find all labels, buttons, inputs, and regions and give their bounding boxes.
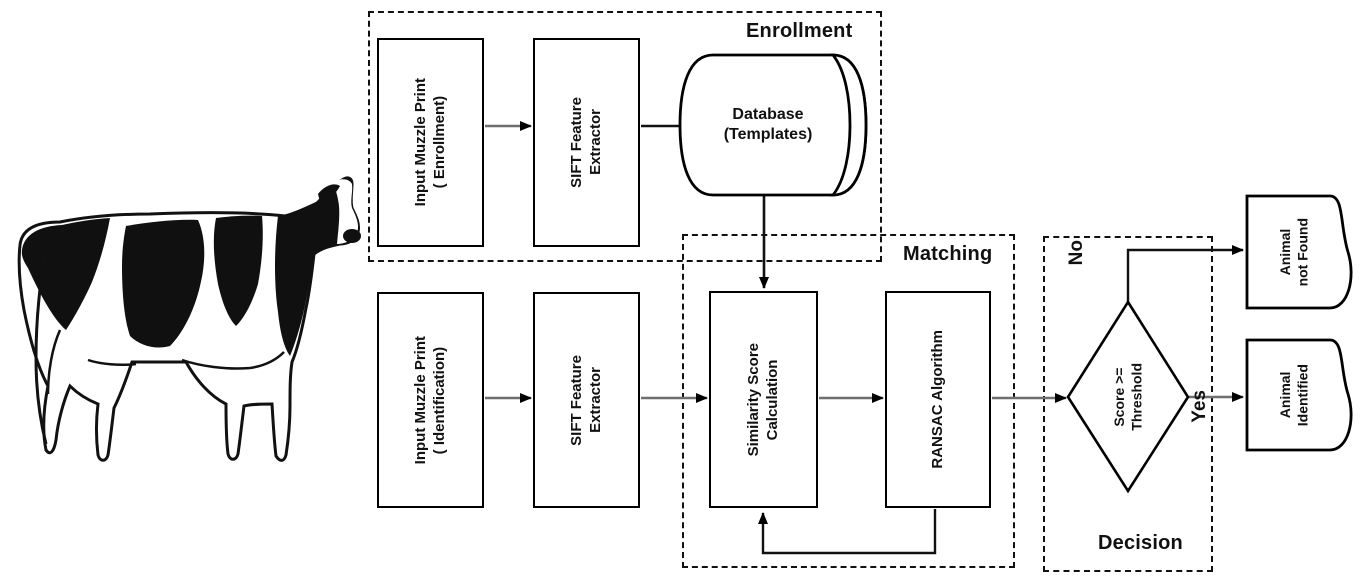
holstein-cow-silhouette	[17, 176, 361, 462]
edge-label-yes: Yes	[1189, 390, 1210, 423]
node-input-enrollment-label: Input Muzzle Print ( Enrollment)	[411, 78, 448, 207]
node-sift-enrollment[interactable]: SIFT Feature Extractor	[533, 38, 640, 247]
cow-patch-shoulder-neck	[275, 178, 358, 356]
cow-belly-line	[87, 358, 137, 367]
edge-ransac-feedback-to-similarity	[758, 509, 937, 555]
cow-muzzle	[343, 229, 361, 243]
group-enrollment	[368, 11, 882, 262]
node-similarity-score-label: Similarity Score Calculation	[744, 342, 781, 457]
cow-patch-flank	[213, 215, 263, 326]
node-score-threshold-shape	[1066, 299, 1190, 494]
cow-patch-mid	[122, 219, 205, 348]
edge-decision-no-to-animal-not-found	[1126, 245, 1244, 302]
node-sift-identification-label: SIFT Feature Extractor	[567, 354, 604, 446]
group-matching-label: Matching	[903, 243, 993, 265]
cow-ear	[318, 184, 340, 202]
node-sift-enrollment-label: SIFT Feature Extractor	[567, 97, 604, 188]
node-database-shape	[678, 53, 868, 197]
node-input-identification-label: Input Muzzle Print ( Identification)	[411, 335, 448, 465]
group-decision-label: Decision	[1098, 532, 1183, 554]
node-similarity-score[interactable]: Similarity Score Calculation	[709, 291, 818, 508]
node-input-enrollment[interactable]: Input Muzzle Print ( Enrollment)	[377, 38, 484, 247]
node-ransac[interactable]: RANSAC Algorithm	[885, 291, 991, 508]
node-animal-not-found-shape	[1245, 194, 1353, 310]
node-ransac-label: RANSAC Algorithm	[928, 330, 946, 469]
node-sift-identification[interactable]: SIFT Feature Extractor	[533, 292, 640, 508]
cow-underline	[181, 351, 285, 370]
edge-label-no: No	[1066, 240, 1087, 266]
cow-patch-rear	[21, 218, 111, 330]
cow-udder-line	[46, 329, 62, 395]
group-matching	[682, 234, 1015, 568]
cow-tail	[34, 249, 48, 445]
group-enrollment-label: Enrollment	[746, 20, 853, 42]
node-animal-identified-shape	[1245, 338, 1353, 452]
group-decision	[1043, 236, 1213, 572]
node-input-identification[interactable]: Input Muzzle Print ( Identification)	[377, 292, 484, 508]
cow-face-blaze	[333, 179, 359, 244]
